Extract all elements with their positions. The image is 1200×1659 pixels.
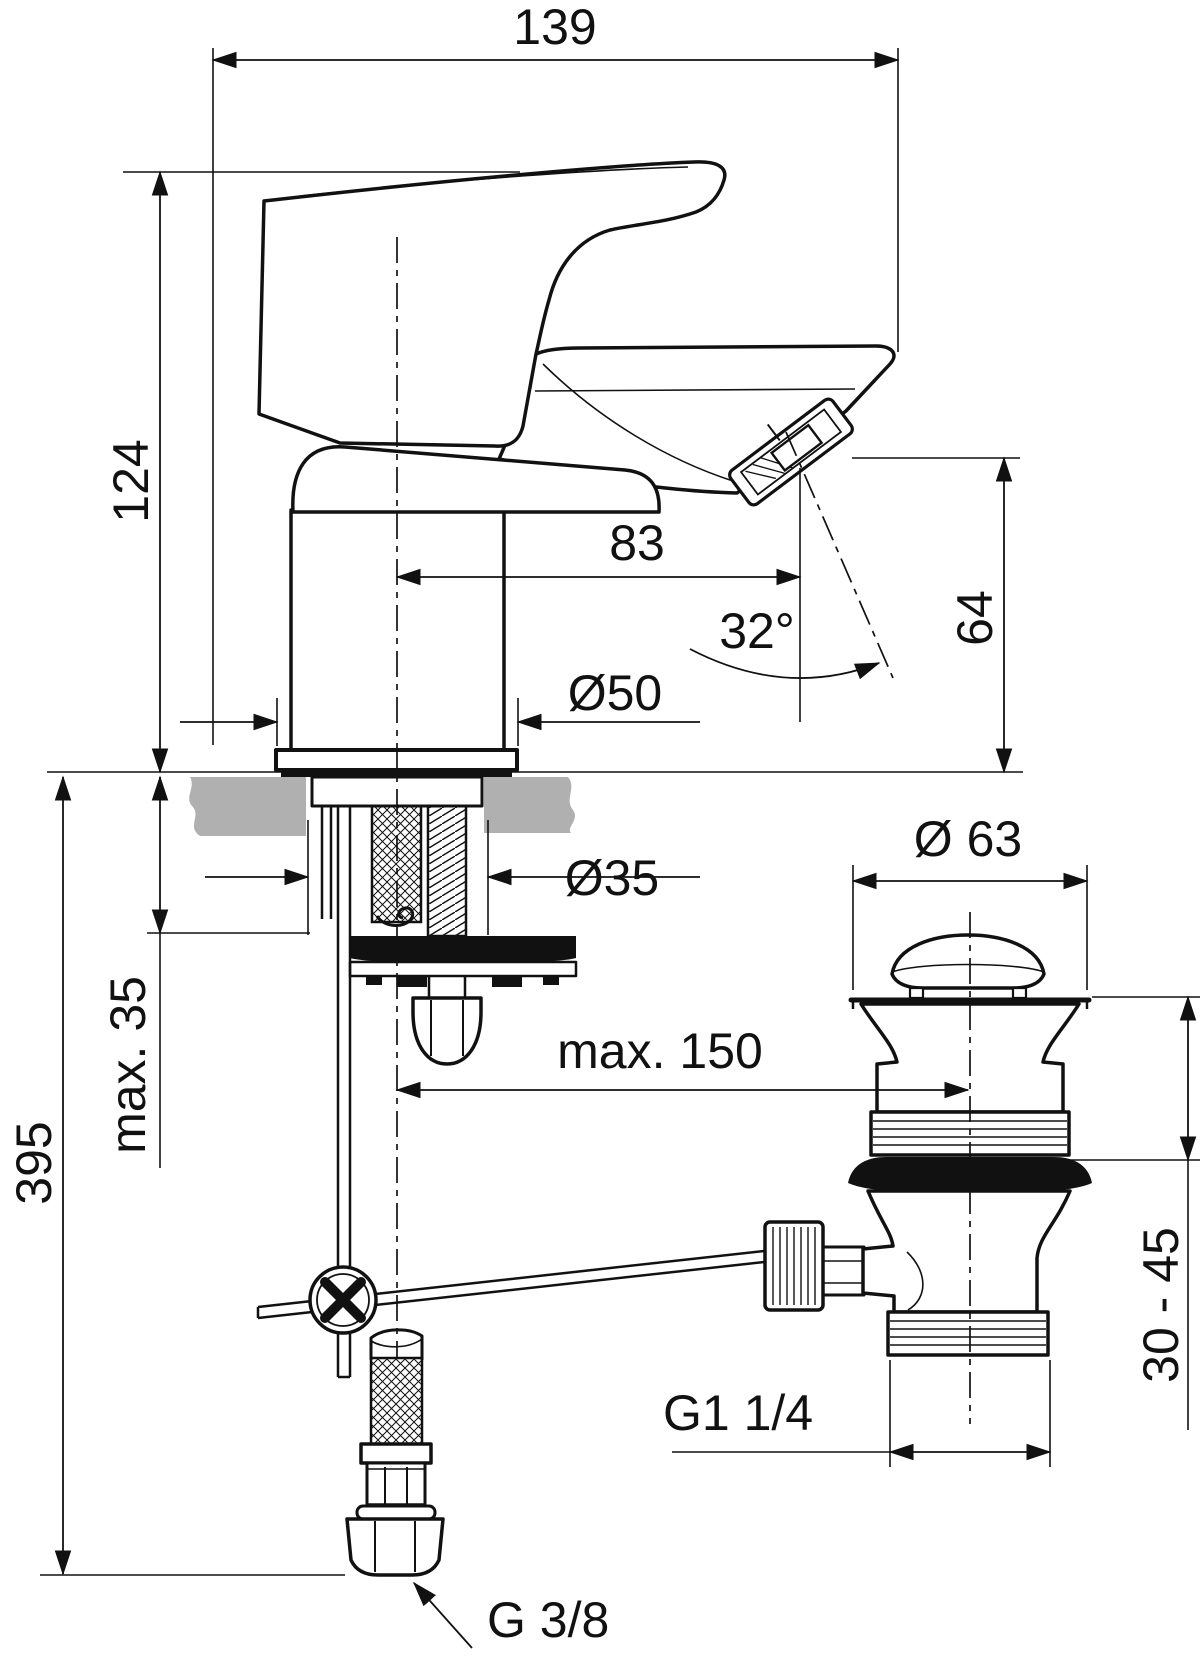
angle-arc — [689, 648, 881, 680]
hex-nut-facets — [374, 1521, 416, 1572]
dim-label-d35: Ø35 — [565, 850, 660, 906]
dimension-tap-hole-diameter: Ø35 — [205, 820, 700, 935]
clamp-gasket — [350, 936, 576, 964]
cap-foot — [908, 986, 925, 1000]
dimension-total-height: 395 — [6, 775, 345, 1576]
dimension-waste-cap-diameter: Ø 63 — [851, 811, 1089, 990]
washer-foot — [543, 976, 559, 985]
cartridge-escutcheon — [291, 445, 661, 514]
lower-thread-tail — [886, 1310, 1050, 1357]
dim-label-30-45: 30 - 45 — [1133, 1227, 1189, 1383]
dim-label-32deg: 32° — [719, 603, 795, 659]
cap-inner-line — [891, 963, 1045, 973]
countertop-cut-right — [484, 777, 576, 833]
stem-lines — [823, 1260, 864, 1284]
dim-label-124: 124 — [103, 439, 159, 522]
dim-label-139: 139 — [513, 0, 596, 55]
aerator — [728, 397, 854, 507]
lever-handle — [257, 160, 727, 448]
spout-top-far-edge — [534, 388, 856, 392]
clamp-washer — [348, 960, 578, 978]
dim-label-83: 83 — [609, 515, 665, 571]
dimension-spout-reach: 83 — [395, 468, 802, 722]
hose-end-curl — [375, 906, 415, 927]
phillips-screw-icon — [320, 1277, 366, 1323]
countertop-cut-left — [189, 777, 306, 836]
dimension-waste-clamp-range: 30 - 45 — [1068, 995, 1200, 1430]
stud-lines — [427, 976, 467, 998]
centerlines — [396, 237, 971, 1424]
lever-top-edge-line — [299, 166, 689, 197]
rim-tips — [851, 1000, 1089, 1009]
waste-rubber-gasket — [848, 1157, 1092, 1191]
waste-body — [861, 1189, 1072, 1314]
hose-hex-nut — [345, 1517, 445, 1577]
dim-label-max150: max. 150 — [557, 1023, 763, 1079]
drain-assembly — [848, 933, 1092, 1357]
hose-fitting — [365, 1461, 427, 1512]
knurl-lines — [772, 1227, 816, 1305]
screw-inner-ring — [316, 1273, 370, 1327]
dimension-outlet-height: 64 — [852, 456, 1020, 774]
leader-arrow — [412, 1581, 473, 1649]
dim-label-max35: max. 35 — [100, 976, 156, 1154]
supply-tube-lines — [320, 806, 333, 919]
dimension-base-diameter: Ø50 — [180, 665, 700, 746]
dimension-overall-depth: 139 — [211, 0, 900, 745]
dim-label-395: 395 — [6, 1121, 62, 1204]
cap-foot — [1011, 986, 1028, 1000]
washer-foot — [492, 976, 522, 987]
spout-neck-contour — [542, 363, 734, 482]
dimension-deck-thickness: max. 35 — [100, 775, 310, 1168]
callout-supply-thread: G 3/8 — [412, 1581, 609, 1649]
base-gasket — [281, 770, 512, 777]
dimension-body-height: 124 — [103, 170, 520, 774]
washer-foot — [366, 976, 382, 985]
countertop-section — [47, 771, 1023, 836]
mounting-nut — [411, 996, 483, 1066]
knob-stem — [821, 1245, 866, 1297]
braided-hose-lower — [369, 1356, 424, 1448]
nut-facets — [430, 1000, 464, 1056]
dim-label-d63: Ø 63 — [914, 811, 1022, 867]
dim-label-64: 64 — [947, 590, 1003, 646]
dimension-drain-centre-distance: max. 150 — [395, 1023, 970, 1099]
tail-threads — [890, 1320, 1046, 1346]
fitting-bulge — [355, 1504, 437, 1521]
dim-label-g38: G 3/8 — [487, 1592, 609, 1648]
fitting-slots — [384, 1467, 408, 1506]
body-contour-line — [906, 1251, 924, 1311]
hose-collar — [359, 1442, 433, 1465]
dimension-waste-thread: G1 1/4 — [663, 1360, 1052, 1467]
fitting-lines — [367, 1468, 425, 1505]
threaded-stud — [426, 804, 468, 938]
dim-label-d50: Ø50 — [568, 665, 663, 721]
supply-hose — [345, 1328, 445, 1577]
washer-foot — [397, 976, 427, 987]
pop-up-linkage — [256, 806, 866, 1379]
waste-cap — [890, 933, 1046, 990]
dimension-spray-angle: 32° — [689, 603, 881, 680]
dim-label-g114: G1 1/4 — [663, 1385, 813, 1441]
